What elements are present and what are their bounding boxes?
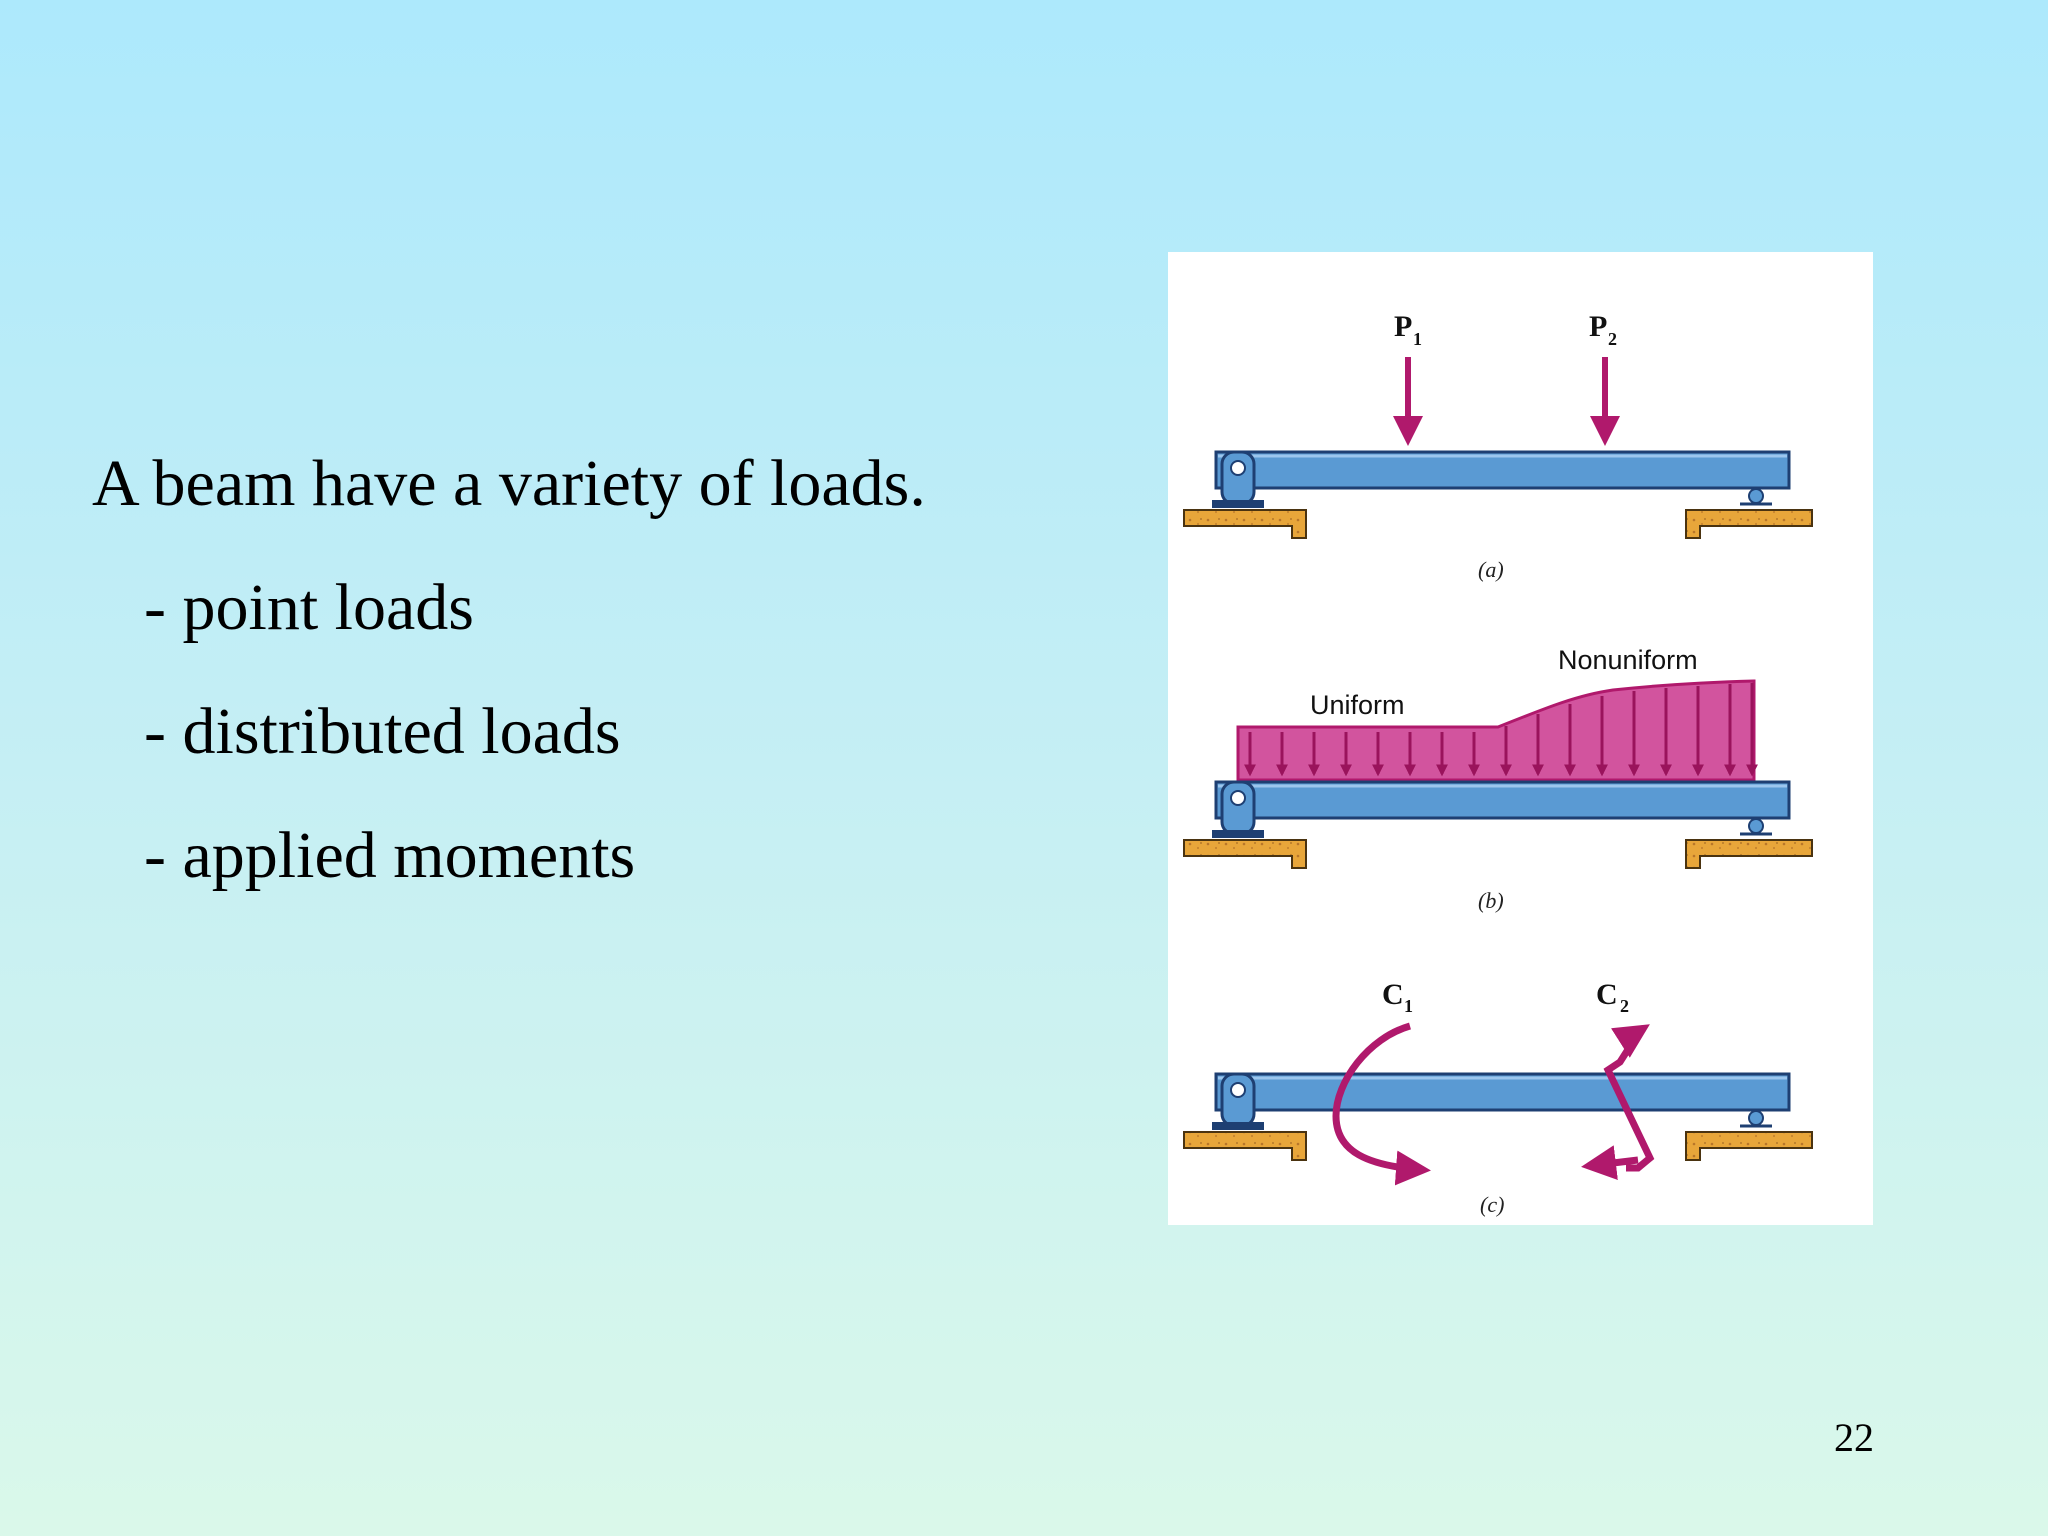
moment-c2-head-top: [1610, 1024, 1650, 1058]
beam-loads-figure: P 1 P 2 (a) Uniform Nonunifo: [1168, 252, 1873, 1225]
distributed-load-arrows: [1244, 683, 1758, 777]
load-p2-subscript: 2: [1608, 329, 1617, 349]
moment-c1-symbol: C: [1382, 978, 1404, 1011]
distributed-load-area: [1236, 679, 1756, 782]
uniform-label: Uniform: [1310, 690, 1405, 720]
load-p1-symbol: P: [1394, 310, 1412, 343]
pin-support-b: [1212, 780, 1264, 838]
moment-c1-arrow: [1332, 1022, 1431, 1186]
roller-support-c: [1740, 1110, 1772, 1128]
panel-a: P 1 P 2 (a): [1183, 310, 1813, 582]
panel-c: C 1 C 2 (c): [1183, 978, 1813, 1217]
roller-support-a: [1740, 488, 1772, 506]
moment-c1-subscript: 1: [1404, 996, 1413, 1016]
page-number: 22: [1834, 1415, 1874, 1460]
ground-left-c: [1183, 1131, 1307, 1161]
beam-c: [1214, 1072, 1791, 1112]
caption-a: (a): [1478, 557, 1504, 582]
ground-left-b: [1183, 839, 1307, 869]
load-p1-subscript: 1: [1413, 329, 1422, 349]
pin-support-c: [1212, 1072, 1264, 1130]
bullet-applied-moments: - applied moments: [144, 819, 636, 892]
nonuniform-label: Nonuniform: [1558, 645, 1698, 675]
roller-support-b: [1740, 818, 1772, 836]
bullet-list: A beam have a variety of loads. - point …: [92, 440, 926, 936]
ground-left-a: [1183, 509, 1307, 539]
lead-text: A beam have a variety of loads.: [92, 447, 926, 520]
ground-right-c: [1685, 1131, 1813, 1161]
beam-a: [1214, 450, 1791, 490]
moment-c2-subscript: 2: [1620, 996, 1629, 1016]
load-p2-symbol: P: [1589, 310, 1607, 343]
ground-right-b: [1685, 839, 1813, 869]
beam-loads-diagram: P 1 P 2 (a) Uniform Nonunifo: [1183, 310, 1813, 1217]
moment-c2-body: [1603, 1038, 1655, 1172]
ground-right-a: [1685, 509, 1813, 539]
caption-c: (c): [1480, 1192, 1504, 1217]
moment-c2-head-bottom: [1581, 1145, 1639, 1181]
panel-b: Uniform Nonuniform: [1183, 645, 1813, 913]
beam-b: [1214, 780, 1791, 820]
bullet-distributed-loads: - distributed loads: [144, 695, 621, 768]
caption-b: (b): [1478, 888, 1504, 913]
bullet-point-loads: - point loads: [144, 571, 474, 644]
moment-c2-symbol: C: [1596, 978, 1618, 1011]
pin-support-a: [1212, 450, 1264, 508]
